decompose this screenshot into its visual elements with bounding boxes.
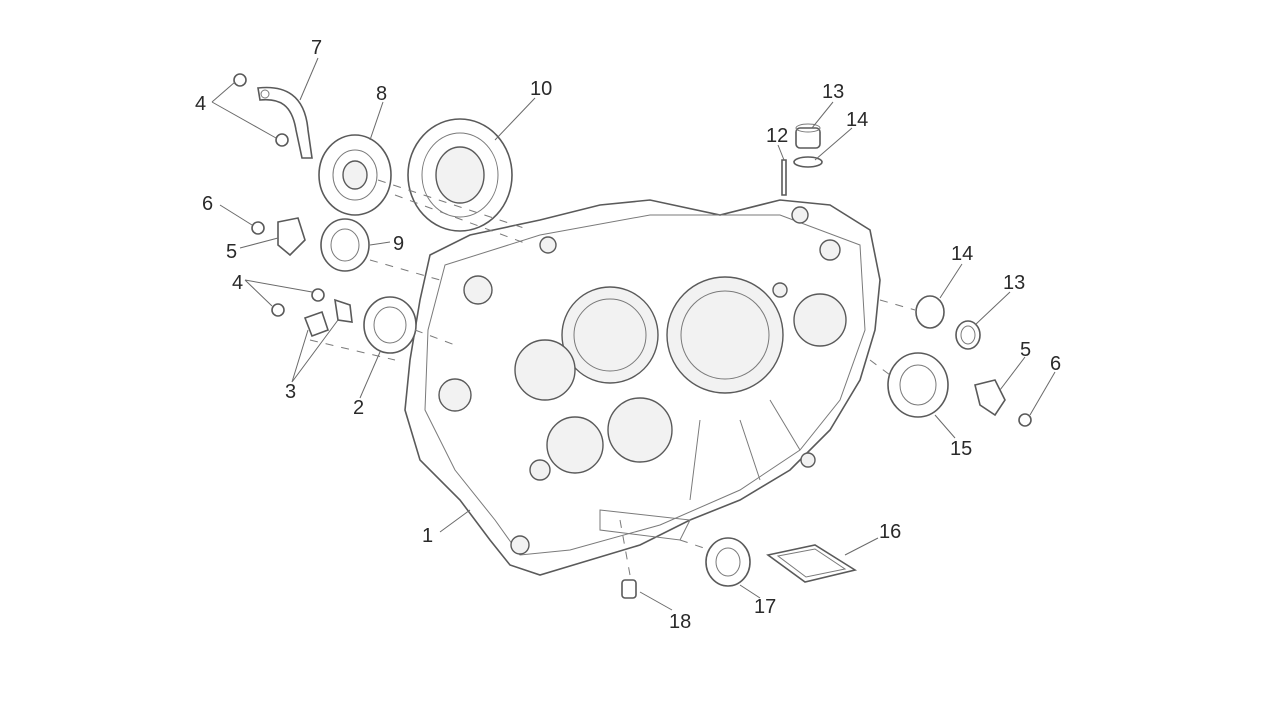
- callout-9: 9: [393, 233, 404, 255]
- callout-5-right: 5: [1020, 339, 1031, 361]
- crankcase-half: [404, 199, 881, 576]
- right-parts: [621, 123, 1032, 599]
- callout-1: 1: [422, 525, 433, 547]
- callout-15: 15: [950, 438, 972, 460]
- callout-8: 8: [376, 83, 387, 105]
- callout-3: 3: [285, 381, 296, 403]
- callout-6-right: 6: [1050, 353, 1061, 375]
- callout-13-right: 13: [1003, 272, 1025, 294]
- callout-2: 2: [353, 397, 364, 419]
- alignment-lines: [309, 179, 916, 576]
- callout-6-left: 6: [202, 193, 213, 215]
- callout-14-right: 14: [951, 243, 973, 265]
- callout-4-top: 4: [195, 93, 206, 115]
- callout-10: 10: [530, 78, 552, 100]
- leader-lines: [211, 57, 1056, 611]
- callout-13-top: 13: [822, 81, 844, 103]
- callout-5-left: 5: [226, 241, 237, 263]
- callout-12: 12: [766, 125, 788, 147]
- callout-16: 16: [879, 521, 901, 543]
- callout-labels: 7 4 8 10 6 5 9 4 3 2 1 13 12 14 14 13 5 …: [195, 37, 1061, 633]
- callout-18: 18: [669, 611, 691, 633]
- callout-4-lower: 4: [232, 272, 243, 294]
- callout-7: 7: [311, 37, 322, 59]
- left-parts: [233, 73, 513, 354]
- callout-14-top: 14: [846, 109, 868, 131]
- callout-17: 17: [754, 596, 776, 618]
